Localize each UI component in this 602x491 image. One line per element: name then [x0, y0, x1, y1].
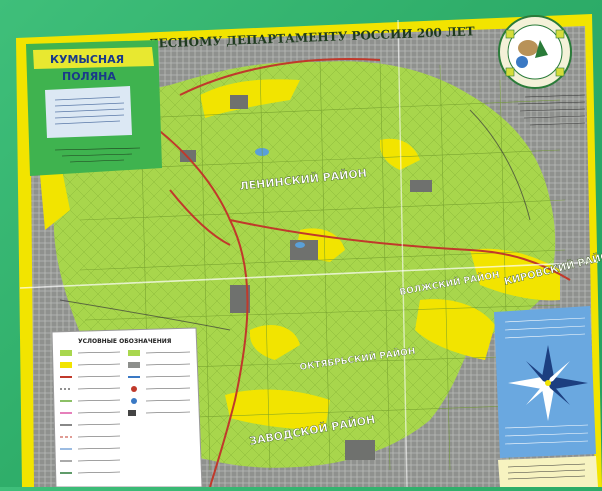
yellow-zone — [40, 160, 70, 230]
yellow-zone — [225, 389, 330, 430]
road — [229, 219, 571, 281]
compass-panel — [494, 306, 596, 458]
yellow-zone — [415, 299, 495, 360]
legend-panel: УСЛОВНЫЕ ОБОЗНАЧЕНИЯ — [51, 327, 203, 488]
info-block — [517, 94, 586, 126]
yellow-zone — [200, 79, 300, 118]
yellow-zone — [250, 325, 300, 360]
emblem — [498, 15, 572, 89]
yellow-zone — [470, 248, 560, 301]
road — [169, 189, 231, 246]
cover-panel: КУМЫСНАЯ ПОЛЯНА — [26, 40, 162, 176]
road — [179, 58, 381, 96]
cover-title-line1: КУМЫСНАЯ — [50, 53, 124, 66]
lake — [295, 242, 305, 248]
compass-rose-icon — [508, 345, 588, 421]
notice-block — [498, 456, 598, 487]
legend-title: УСЛОВНЫЕ ОБОЗНАЧЕНИЯ — [78, 338, 172, 345]
cover-title-line2: ПОЛЯНА — [62, 70, 116, 83]
